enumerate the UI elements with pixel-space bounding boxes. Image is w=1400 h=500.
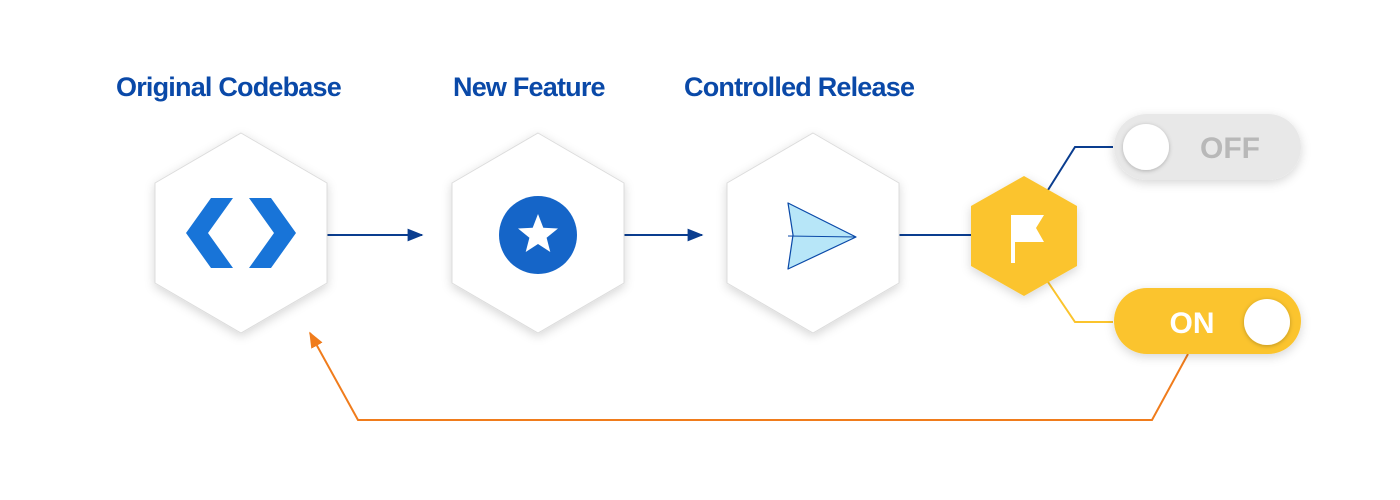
step-controlled-release xyxy=(726,132,900,334)
star-badge-icon xyxy=(499,196,577,274)
feedback-arrow-on-to-codebase xyxy=(309,331,1189,421)
connector-flag-to-on xyxy=(1047,281,1113,323)
step-label-original-codebase: Original Codebase xyxy=(116,72,342,102)
toggle-off[interactable]: OFF xyxy=(1114,114,1301,180)
hexagon-original-codebase xyxy=(154,132,328,334)
step-label-new-feature: New Feature xyxy=(453,72,606,102)
code-brackets-icon xyxy=(186,198,296,268)
toggle-off-label: OFF xyxy=(1200,132,1260,165)
feature-flag-node xyxy=(971,176,1077,296)
toggle-on-label: ON xyxy=(1170,307,1215,340)
toggle-on[interactable]: ON xyxy=(1114,288,1301,354)
step-original-codebase xyxy=(154,132,328,334)
paper-plane-icon xyxy=(787,202,857,270)
toggle-off-knob[interactable] xyxy=(1123,124,1169,170)
step-label-controlled-release: Controlled Release xyxy=(684,72,915,102)
step-new-feature xyxy=(451,132,625,334)
connector-flag-to-off xyxy=(1047,146,1113,191)
toggle-on-knob[interactable] xyxy=(1244,299,1290,345)
flag-icon xyxy=(1011,215,1044,263)
